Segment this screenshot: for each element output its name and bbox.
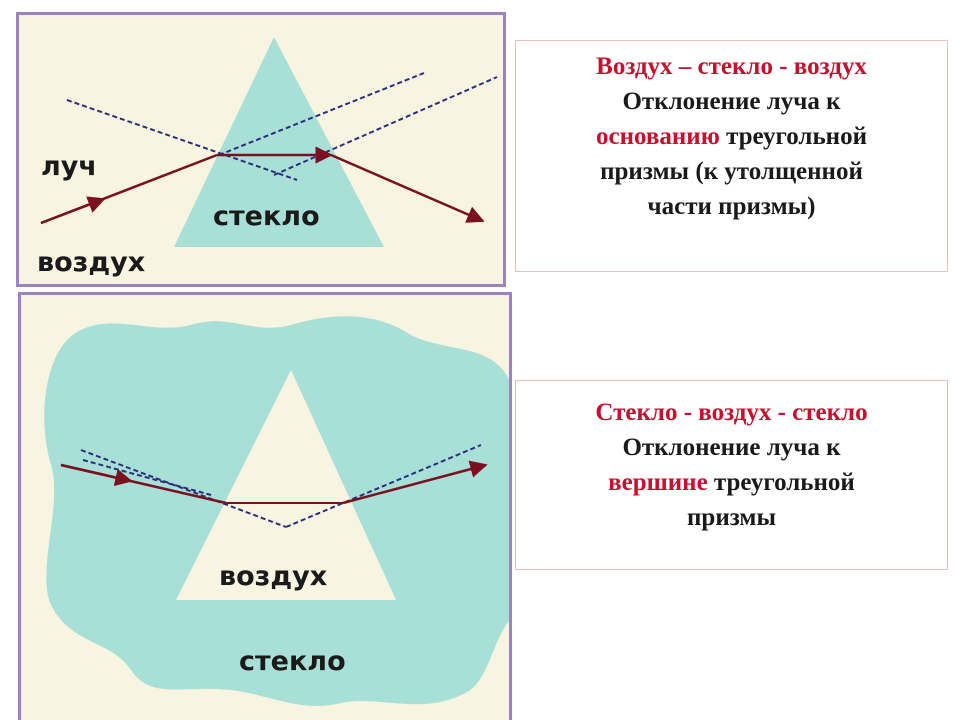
label-glass: стекло	[213, 201, 320, 232]
top-heading: Воздух – стекло - воздух	[596, 53, 867, 80]
normal-line-right	[273, 76, 498, 176]
bottom-line-2: вершине треугольной	[516, 465, 947, 500]
top-line-2-highlight: основанию	[596, 123, 720, 150]
extension-line-left	[82, 459, 212, 496]
normal-line-right	[285, 444, 482, 528]
glass-prism	[174, 37, 384, 247]
emergent-ray	[342, 460, 488, 505]
top-line-3: призмы (к утолщенной	[600, 158, 863, 185]
bottom-diagram-panel: воздух стекло	[18, 292, 512, 720]
extension-line-upper	[218, 72, 425, 156]
bottom-description-box: Стекло - воздух - стекло Отклонение луча…	[515, 380, 948, 570]
label-ray: луч	[41, 151, 97, 182]
top-description-box: Воздух – стекло - воздух Отклонение луча…	[515, 40, 948, 272]
bottom-line-3: призмы	[687, 504, 776, 531]
label-air: воздух	[37, 247, 145, 278]
bottom-line-2-rest: треугольной	[707, 469, 855, 496]
bottom-diagram-svg: воздух стекло	[44, 316, 509, 706]
normal-line-left	[66, 99, 298, 181]
top-line-2-rest: треугольной	[719, 123, 867, 150]
top-line-1: Отклонение луча к	[622, 88, 841, 115]
top-line-4: части призмы)	[647, 193, 816, 220]
bottom-line-1: Отклонение луча к	[622, 434, 841, 461]
label-glass: стекло	[239, 646, 346, 677]
bottom-heading: Стекло - воздух - стекло	[595, 399, 868, 426]
incident-ray-arrow	[40, 196, 106, 225]
top-line-2: основанию треугольной	[516, 119, 947, 154]
normal-line-left	[80, 449, 287, 528]
top-diagram-svg: луч воздух стекло	[37, 37, 498, 278]
incident-ray-arrow	[60, 463, 133, 487]
emergent-ray	[330, 153, 485, 223]
label-air: воздух	[219, 561, 327, 592]
air-prism	[176, 370, 396, 600]
bottom-line-2-highlight: вершине	[608, 469, 708, 496]
top-diagram-panel: луч воздух стекло	[16, 12, 506, 287]
